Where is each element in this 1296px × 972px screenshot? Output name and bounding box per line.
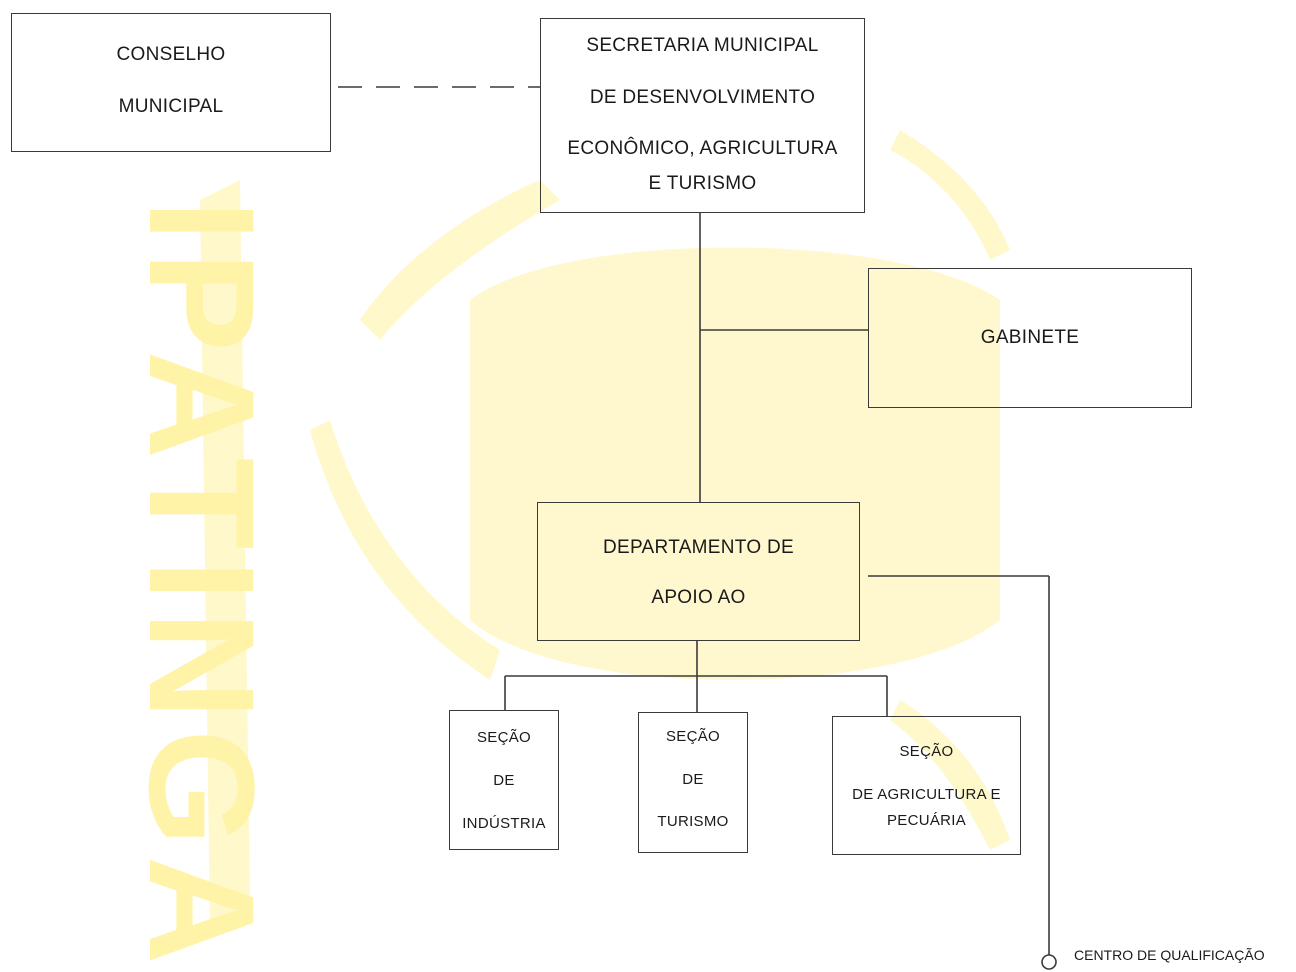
departamento-box: DEPARTAMENTO DE APOIO AO bbox=[537, 502, 860, 641]
secao-industria-line-3: INDÚSTRIA bbox=[462, 815, 546, 832]
secao-turismo-line-3: TURISMO bbox=[657, 813, 729, 830]
secretaria-line-2: DE DESENVOLVIMENTO bbox=[589, 87, 816, 108]
departamento-line-1: DEPARTAMENTO DE bbox=[602, 537, 794, 558]
secao-industria-line-1: SEÇÃO bbox=[476, 729, 531, 746]
secao-agricultura-line-1: SEÇÃO bbox=[899, 743, 954, 760]
secao-turismo-box: SEÇÃO DE TURISMO bbox=[638, 712, 748, 853]
secao-turismo-line-2: DE bbox=[682, 771, 704, 788]
secao-agricultura-line-3: PECUÁRIA bbox=[886, 812, 967, 829]
secao-industria-line-2: DE bbox=[493, 772, 515, 789]
centro-node-circle bbox=[1041, 954, 1057, 970]
centro-qualificacao-label: CENTRO DE QUALIFICAÇÃO bbox=[1074, 947, 1265, 963]
secao-industria-box: SEÇÃO DE INDÚSTRIA bbox=[449, 710, 559, 850]
secao-agricultura-box: SEÇÃO DE AGRICULTURA E PECUÁRIA bbox=[832, 716, 1021, 855]
gabinete-label: GABINETE bbox=[980, 327, 1080, 348]
secretaria-line-4: E TURISMO bbox=[648, 173, 757, 194]
secretaria-line-3: ECONÔMICO, AGRICULTURA bbox=[567, 138, 838, 159]
secretaria-municipal-box: SECRETARIA MUNICIPAL DE DESENVOLVIMENTO … bbox=[540, 18, 865, 213]
secao-turismo-line-1: SEÇÃO bbox=[665, 728, 720, 745]
secao-agricultura-line-2: DE AGRICULTURA E bbox=[852, 786, 1001, 803]
conselho-municipal-box: CONSELHO MUNICIPAL bbox=[11, 13, 331, 152]
gabinete-box: GABINETE bbox=[868, 268, 1192, 408]
conselho-line-1: CONSELHO bbox=[116, 44, 226, 65]
secretaria-line-1: SECRETARIA MUNICIPAL bbox=[586, 35, 819, 56]
conselho-line-2: MUNICIPAL bbox=[118, 96, 224, 117]
departamento-line-2: APOIO AO bbox=[651, 587, 746, 608]
